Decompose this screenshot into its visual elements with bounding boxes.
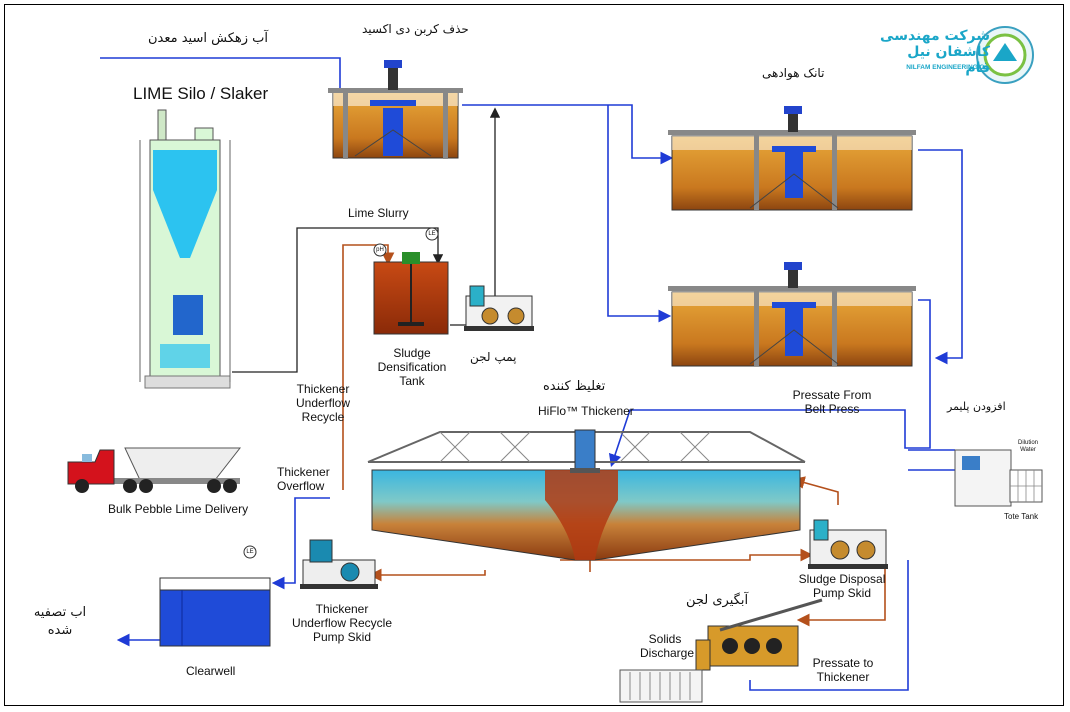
hiflo-thickener (367, 429, 806, 561)
underflow-pump-skid (300, 539, 378, 589)
label-polymer: افزودن پلیمر (947, 400, 1006, 413)
label-sludge-densification-tank: Sludge Densification Tank (377, 346, 447, 388)
sludge-pump-skid (464, 285, 534, 331)
polymer-tote (954, 449, 1043, 507)
label-solids-discharge: Solids Discharge (640, 632, 695, 660)
label-clearwell: Clearwell (186, 664, 236, 678)
label-lime-slurry: Lime Slurry (348, 206, 409, 220)
label-co2-removal: حذف کربن دی اکسید (362, 22, 469, 36)
ph-sensor-tag: pH (376, 247, 384, 253)
lime-silo (139, 109, 231, 389)
aeration-tank-2 (668, 262, 916, 367)
belt-press (695, 598, 823, 671)
lime-truck (67, 447, 242, 493)
co2-removal-tank (328, 60, 463, 159)
label-thickener-underflow-recycle: Thickener Underflow Recycle (295, 382, 351, 424)
clearwell-tank (159, 545, 271, 647)
label-aeration-tank: تانک هوادهی (762, 66, 825, 80)
logo-name-en: NILFAM ENGINEERING Co. (906, 64, 990, 71)
company-logo (976, 26, 1034, 84)
le-sensor-tag: LE (428, 231, 436, 237)
water-lines (100, 57, 963, 691)
label-pressate-to-thickener: Pressate to Thickener (812, 656, 874, 684)
label-sludge-dewatering: آبگیری لجن (686, 593, 749, 608)
label-hiflo-thickener: HiFlo™ Thickener (538, 404, 634, 418)
label-lime-silo: LIME Silo / Slaker (133, 84, 269, 103)
label-sludge-pump: پمپ لجن (470, 350, 517, 364)
label-underflow-pump-skid: Thickener Underflow Recycle Pump Skid (291, 602, 393, 644)
label-pressate-from-belt-press: Pressate From Belt Press (792, 388, 872, 416)
label-thickener-overflow: Thickener Overflow (277, 465, 330, 493)
sludge-densification-tank (373, 227, 449, 335)
label-thickener-fa: تغلیظ کننده (543, 379, 606, 394)
label-sludge-disposal-pump-skid: Sludge Disposal Pump Skid (798, 572, 886, 600)
sludge-disposal-pump-skid (808, 519, 888, 569)
label-bulk-lime-delivery: Bulk Pebble Lime Delivery (108, 502, 249, 516)
label-tote-tank: Tote Tank (1004, 512, 1039, 521)
label-dilution-water: Dilution Water (1017, 440, 1038, 453)
aeration-tank-1 (668, 106, 916, 211)
solids-dumpster (619, 669, 703, 703)
diagram-frame (4, 4, 1064, 706)
le-sensor-tag-clearwell: LE (246, 549, 254, 555)
label-treated-water: اب تصفیه شده (33, 605, 87, 638)
logo-name-fa: شرکت مهندسی کاشفان نیل فام (880, 28, 990, 76)
company-logo-text: شرکت مهندسی کاشفان نیل فام NILFAM ENGINE… (880, 20, 1040, 90)
label-acid-mine-drainage: آب زهکش اسید معدن (148, 31, 268, 46)
